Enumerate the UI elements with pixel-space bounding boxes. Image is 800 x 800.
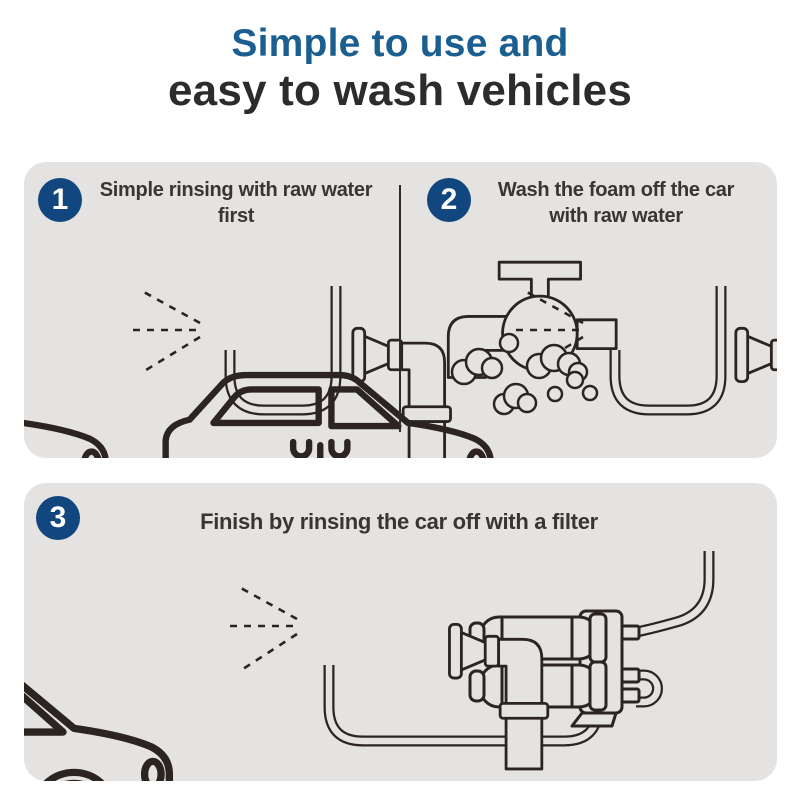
step-1-label: Simple rinsing with raw water first [99,179,373,227]
page-title: Simple to use and easy to wash vehicles [0,0,800,115]
foam-bubbles-icon [450,332,599,416]
step-3-label: Finish by rinsing the car off with a fil… [200,509,598,534]
step-2-label: Wash the foam off the car with raw water [497,179,735,227]
step-3-badge: 3 [36,496,80,540]
hose-icon [323,551,715,747]
panel-divider [399,185,401,432]
step-2-badge: 2 [427,178,471,222]
step-3-panel: 3 Finish by rinsing the car off with a f… [24,483,777,781]
steps-1-2-panel: 1 Simple rinsing with raw water first 2 … [24,162,777,458]
step-illustrations-1-2 [24,261,777,458]
step-3-illustration [24,551,715,781]
hose-icon [609,286,727,416]
title-line-2: easy to wash vehicles [167,65,632,115]
spray-nozzle-icon [735,327,777,458]
title-line-1: Simple to use and [231,22,569,65]
step-1-badge: 1 [38,178,82,222]
spray-lines-icon [130,289,201,372]
spray-lines-icon [227,585,298,671]
car-icon [24,373,108,458]
water-filter-icon [468,609,641,728]
car-icon [24,671,171,781]
